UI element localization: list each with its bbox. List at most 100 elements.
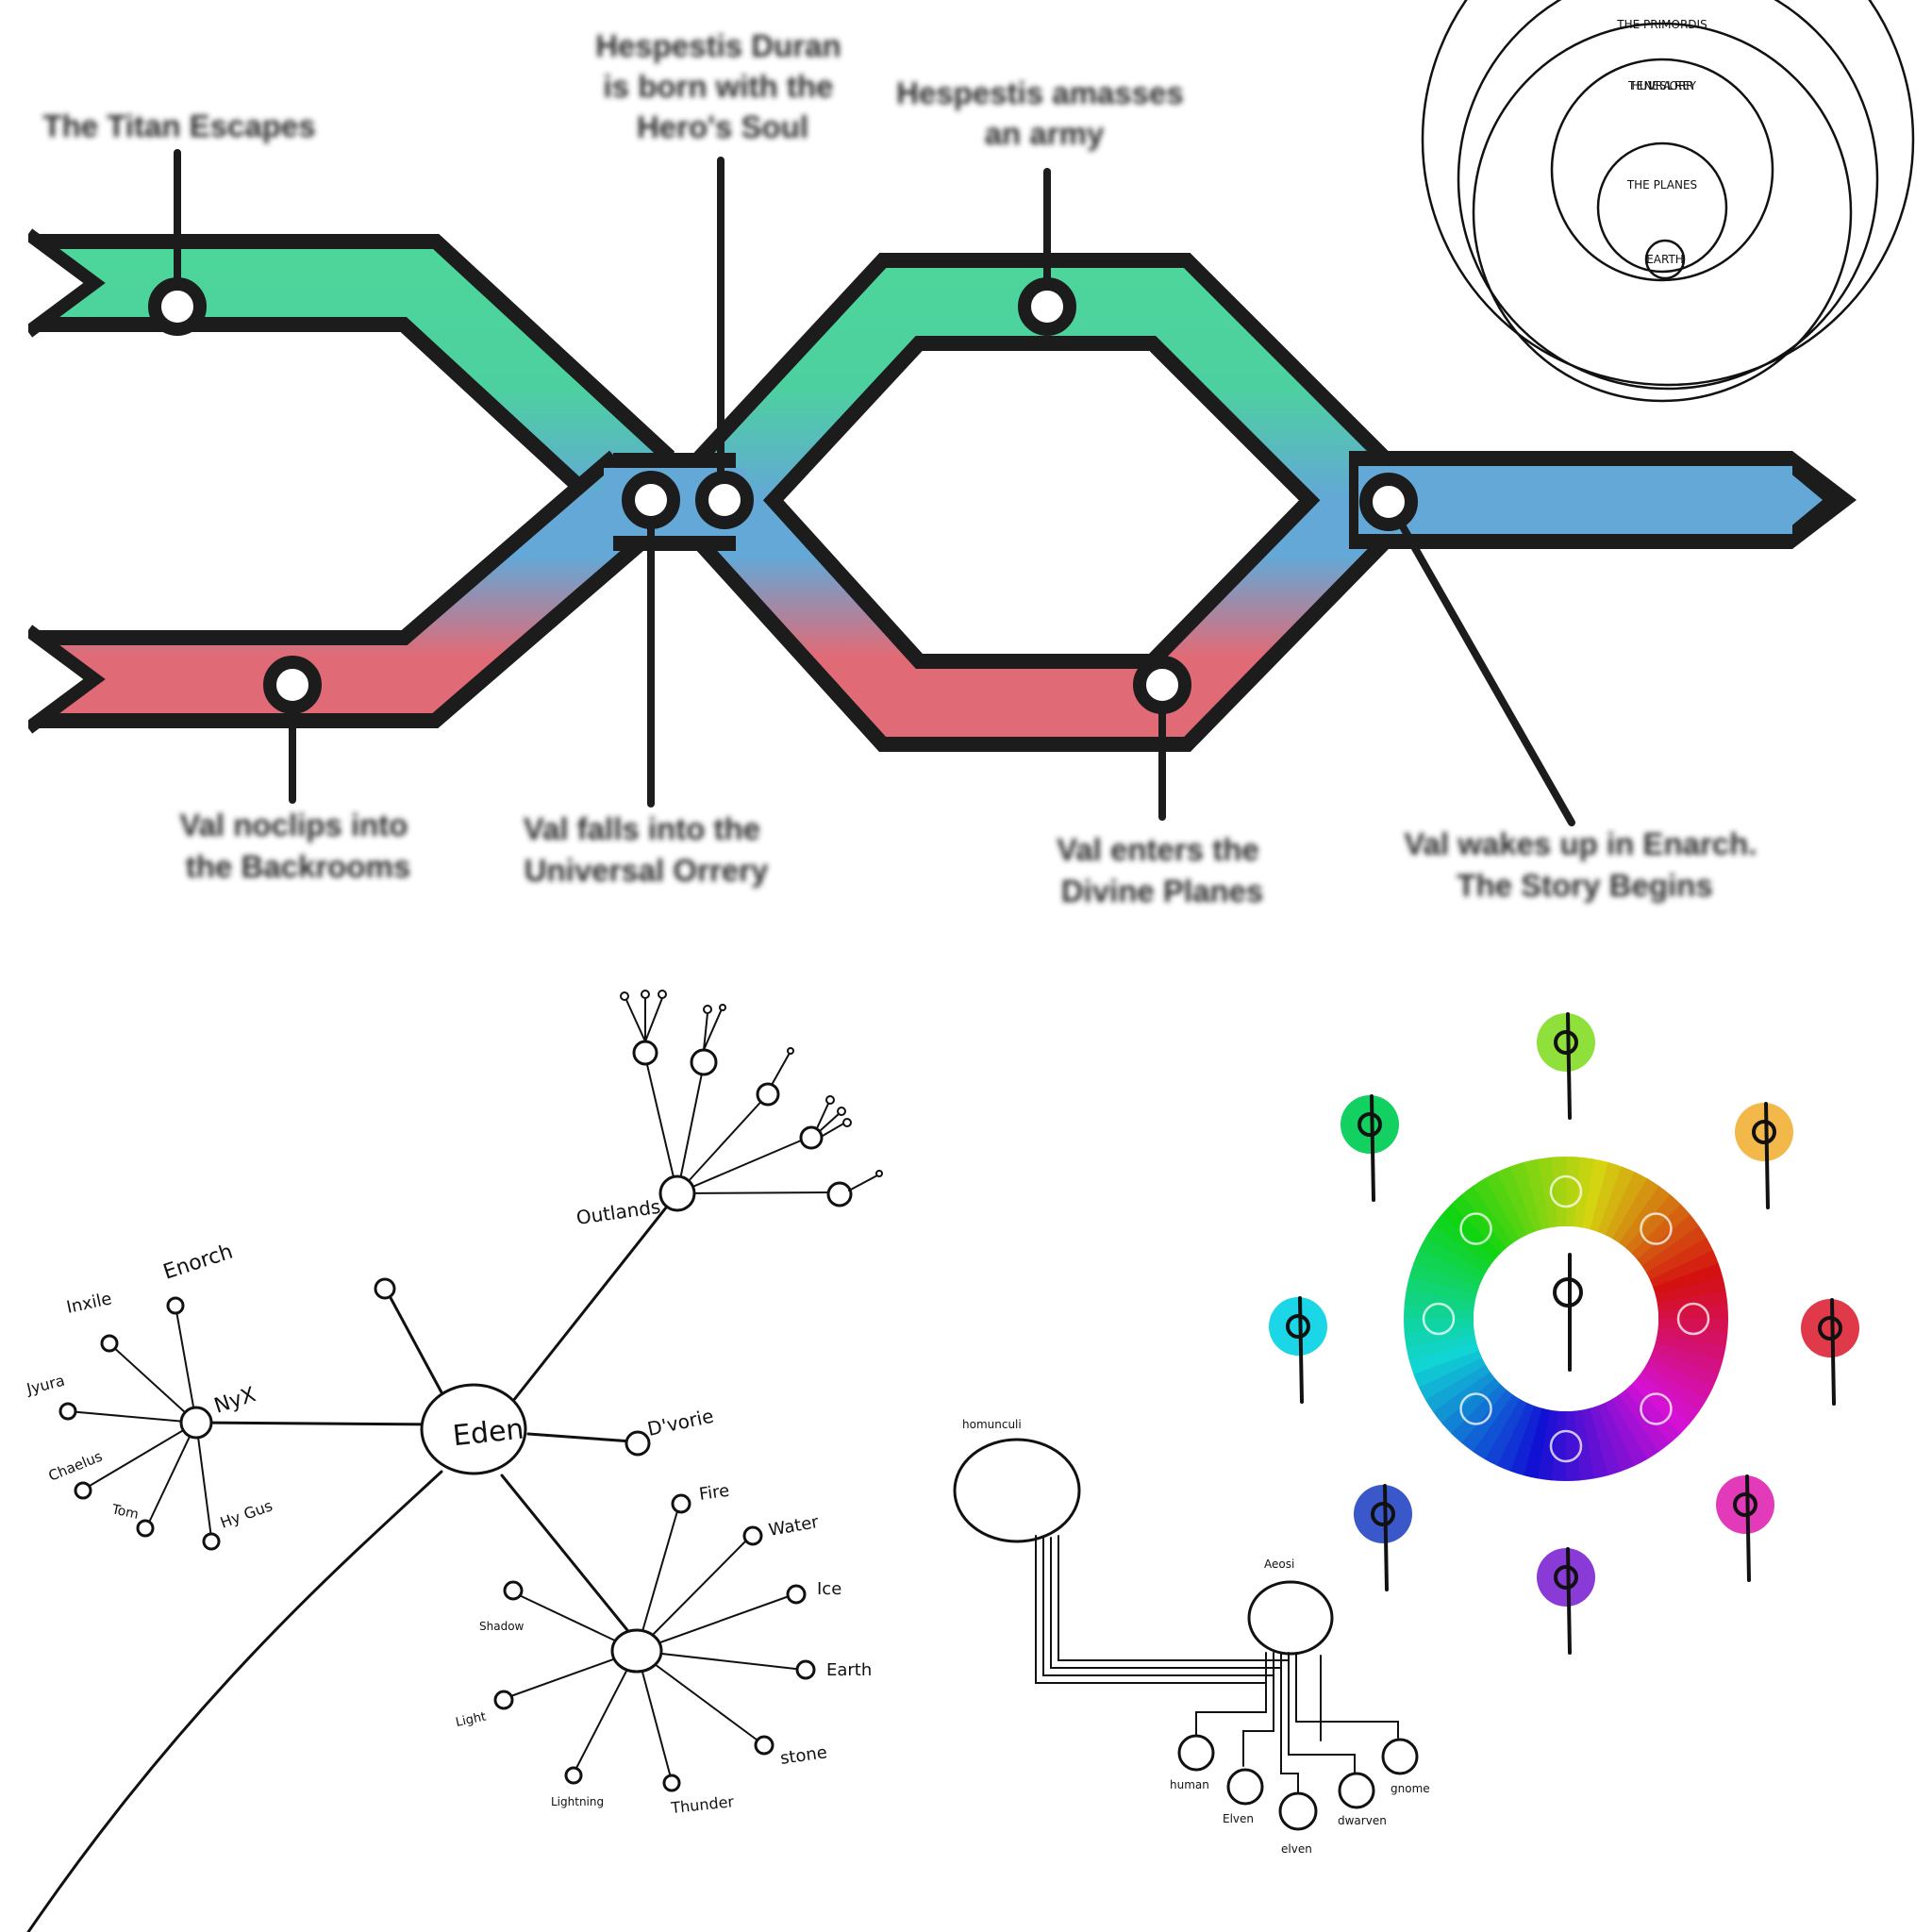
label-dwarven: dwarven	[1338, 1814, 1387, 1827]
event-label-5: Val enters the Divine Planes	[1057, 832, 1268, 908]
swatch-color	[1269, 1297, 1327, 1356]
node-outlands-branch[interactable]	[756, 1082, 780, 1107]
hue-segment	[1652, 1342, 1724, 1375]
marker-orrery[interactable]	[622, 471, 680, 529]
node-unnamed[interactable]	[374, 1277, 396, 1300]
hue-ring-center	[1474, 1226, 1658, 1411]
label-homunculi: homunculi	[962, 1418, 1022, 1431]
cosmology-rings: THE PRIMORDIS THE UNIVERSAL ORRERY THE P…	[1421, 0, 1915, 403]
node-water[interactable]	[742, 1525, 763, 1546]
node-hygus[interactable]	[202, 1532, 221, 1551]
ring-slot[interactable]	[1422, 1302, 1456, 1336]
node-human[interactable]	[1177, 1734, 1215, 1772]
ring-orrery[interactable]	[1550, 58, 1774, 282]
node-light[interactable]	[493, 1690, 514, 1710]
node-outlands-branch[interactable]	[690, 1048, 718, 1076]
swatch-pin[interactable]	[1269, 1296, 1327, 1404]
ring-slot[interactable]	[1459, 1392, 1492, 1425]
node-shadow[interactable]	[503, 1580, 524, 1601]
center-pin[interactable]	[1553, 1253, 1583, 1372]
event-label-0: The Titan Escapes	[42, 108, 315, 143]
marker-divine-planes[interactable]	[1133, 656, 1191, 714]
marker-backrooms[interactable]	[263, 656, 322, 714]
color-wheel-diagram	[1269, 1012, 1859, 1655]
node-stone[interactable]	[754, 1735, 774, 1756]
marker-titan-escapes[interactable]	[148, 277, 207, 336]
marker-story-begins[interactable]	[1359, 473, 1418, 531]
event-label-6: Val wakes up in Enarch. The Story Begins	[1404, 826, 1765, 903]
node-eden[interactable]	[420, 1383, 527, 1475]
node-elven-2[interactable]	[1278, 1791, 1318, 1831]
node-thunder[interactable]	[662, 1774, 681, 1792]
node-homunculi[interactable]	[953, 1438, 1081, 1543]
hue-segment	[1657, 1326, 1728, 1348]
node-outlands-branch[interactable]	[826, 1181, 853, 1208]
hue-segment	[1497, 1166, 1535, 1236]
hue-segment	[1597, 1402, 1635, 1472]
swatch-pin-stick	[1370, 1094, 1375, 1202]
hue-segment	[1451, 1193, 1507, 1254]
node-nyx[interactable]	[179, 1406, 213, 1440]
node-chaelus[interactable]	[74, 1481, 92, 1500]
label-enorch: Enorch	[160, 1240, 236, 1284]
ring-slot[interactable]	[1549, 1429, 1583, 1463]
hue-segment	[1509, 1405, 1542, 1476]
ring-slot[interactable]	[1459, 1212, 1492, 1245]
swatch-pin[interactable]	[1735, 1102, 1793, 1209]
swatch-pin-stick	[1830, 1298, 1836, 1406]
marker-army[interactable]	[1018, 277, 1076, 336]
node-fire[interactable]	[671, 1493, 691, 1514]
node-aeosi[interactable]	[1247, 1580, 1334, 1656]
node-dwarven[interactable]	[1338, 1772, 1375, 1809]
hue-segment	[1523, 1407, 1550, 1479]
swatch-pin[interactable]	[1341, 1094, 1399, 1202]
node-ice[interactable]	[786, 1584, 807, 1605]
world-tree: Eden D'vorie NyX Enorch Inxile Jyura Cha…	[24, 990, 883, 1932]
hue-segment	[1581, 1407, 1608, 1479]
node-tom[interactable]	[136, 1519, 155, 1538]
swatch-pin[interactable]	[1537, 1547, 1595, 1655]
hue-segment	[1590, 1161, 1623, 1233]
ring-slot[interactable]	[1549, 1174, 1583, 1208]
node-gnome[interactable]	[1381, 1738, 1419, 1775]
node-dvorie[interactable]	[625, 1430, 651, 1457]
ring-slot[interactable]	[1640, 1212, 1673, 1245]
hue-segment	[1657, 1319, 1728, 1334]
swatch-pin[interactable]	[1354, 1484, 1412, 1591]
node-inxile[interactable]	[100, 1334, 119, 1353]
swatch-pin-head	[1733, 1492, 1757, 1517]
hue-segment	[1418, 1357, 1487, 1400]
ring-slot[interactable]	[1640, 1392, 1673, 1425]
node-outlands-branch[interactable]	[632, 1040, 658, 1066]
node-outlands-branch[interactable]	[799, 1125, 824, 1150]
swatch-pin[interactable]	[1716, 1474, 1774, 1582]
node-enorch[interactable]	[166, 1296, 185, 1315]
label-inxile: Inxile	[65, 1289, 114, 1318]
node-outlands[interactable]	[658, 1174, 696, 1212]
swatch-pin-stick	[1764, 1102, 1770, 1209]
swatch-pin[interactable]	[1801, 1298, 1859, 1406]
swatch-pin-head	[1371, 1502, 1395, 1526]
node-elements-hub[interactable]	[610, 1628, 663, 1674]
hue-segment	[1441, 1203, 1502, 1260]
swatch-color	[1537, 1013, 1595, 1072]
swatch-pin[interactable]	[1537, 1012, 1595, 1120]
node-lightning[interactable]	[564, 1766, 583, 1785]
hue-segment	[1612, 1178, 1660, 1243]
ring-label-planes: THE PLANES	[1626, 178, 1697, 192]
hue-segment	[1655, 1335, 1726, 1362]
hue-segment	[1582, 1158, 1609, 1230]
ring-slot[interactable]	[1676, 1302, 1710, 1336]
node-earth[interactable]	[795, 1659, 816, 1680]
ring-planes[interactable]	[1596, 142, 1728, 274]
ring-earth[interactable]	[1644, 239, 1686, 280]
node-jyura[interactable]	[58, 1402, 77, 1421]
marker-hero-soul[interactable]	[695, 471, 754, 529]
nyx-cluster: NyX Enorch Inxile Jyura Chaelus Tom Hy G…	[24, 1240, 275, 1551]
hue-segment	[1641, 1365, 1707, 1413]
node-elven-1[interactable]	[1226, 1768, 1264, 1806]
hue-segment	[1649, 1350, 1719, 1389]
swatch-pin-stick	[1383, 1484, 1389, 1591]
hue-segment	[1552, 1157, 1567, 1227]
hue-segment	[1551, 1410, 1566, 1481]
